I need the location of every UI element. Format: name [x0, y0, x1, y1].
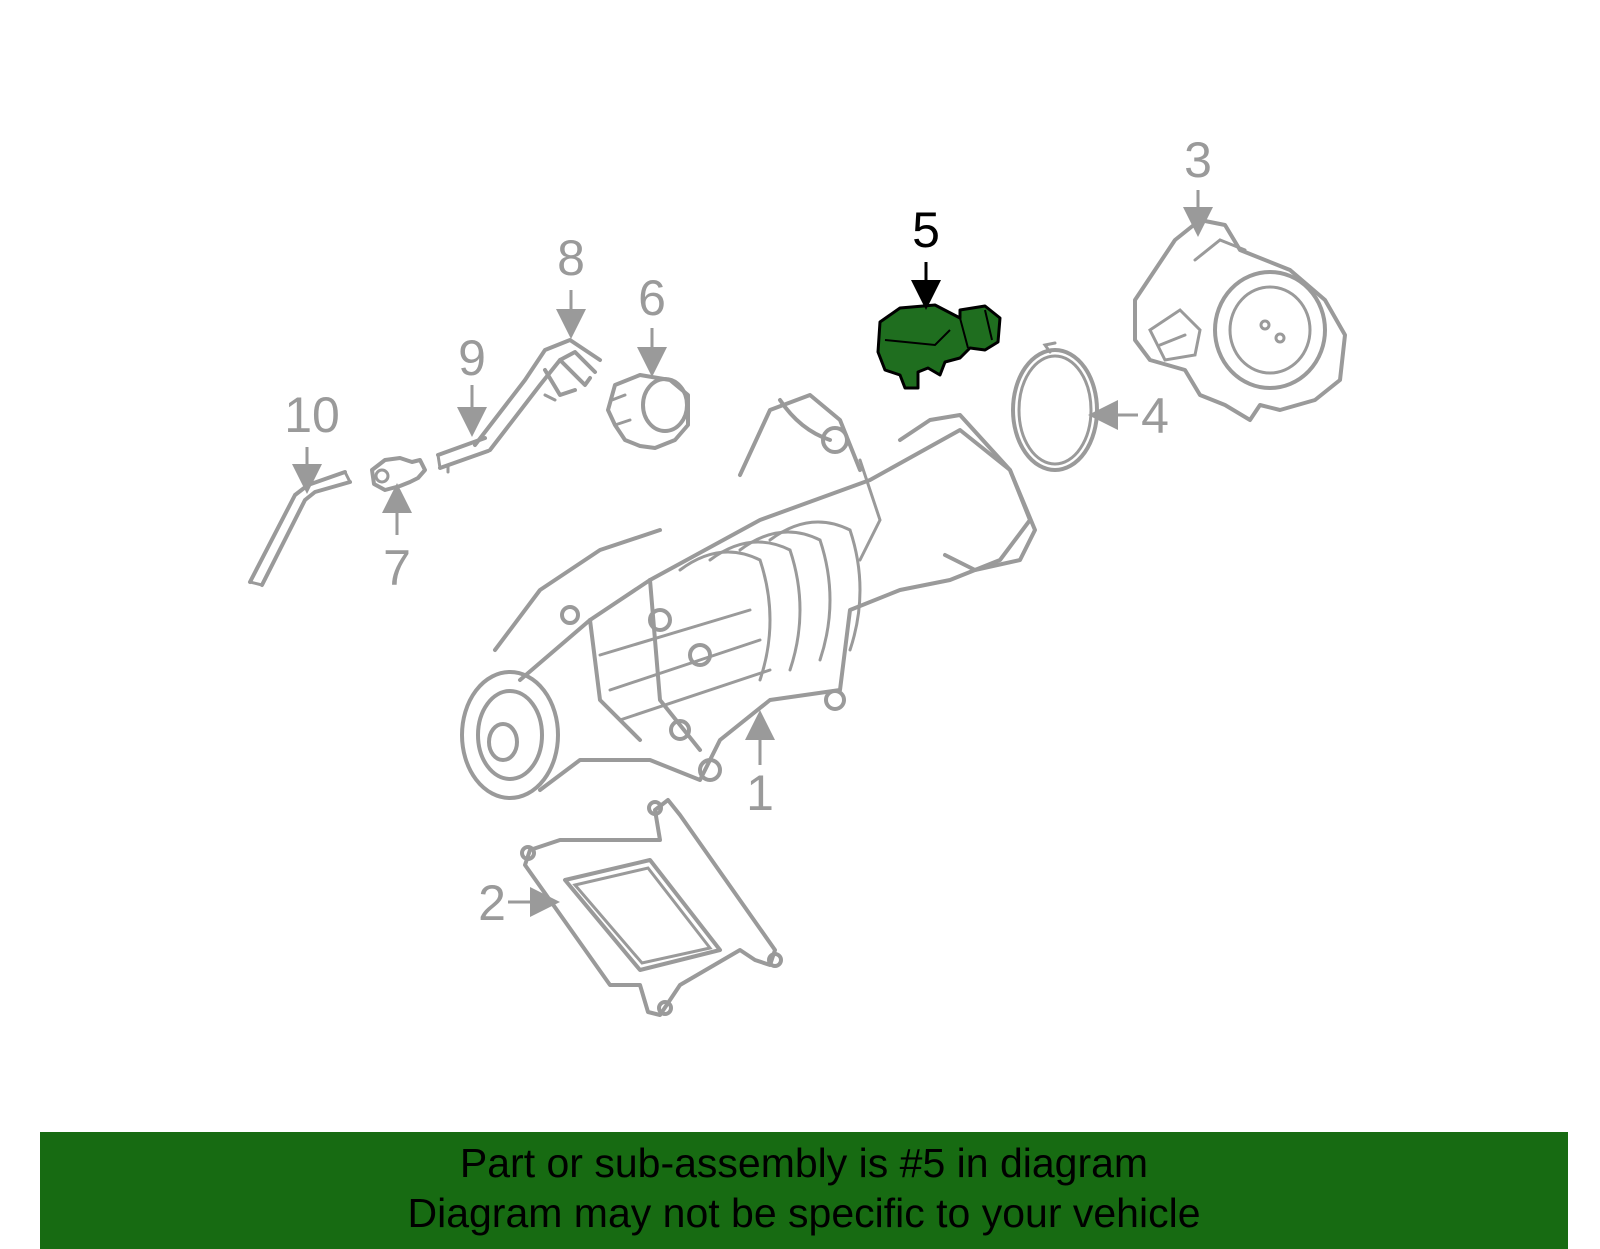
parts-diagram: 1 2 3 4 5 6 7 8 9 10	[248, 132, 1347, 1017]
callout-8: 8	[557, 230, 585, 286]
part-9-tube[interactable]	[436, 436, 490, 474]
part-7-fitting[interactable]	[370, 456, 427, 492]
callout-4: 4	[1141, 388, 1169, 444]
banner-line-1: Part or sub-assembly is #5 in diagram	[459, 1140, 1149, 1186]
info-banner: Part or sub-assembly is #5 in diagram Di…	[40, 1132, 1568, 1249]
part-3-throttle-body[interactable]	[1133, 218, 1347, 422]
callout-9: 9	[458, 330, 486, 386]
callout-arrows	[292, 190, 1213, 917]
part-10-hose[interactable]	[248, 470, 352, 587]
callout-1: 1	[746, 765, 774, 821]
callout-3: 3	[1184, 132, 1212, 188]
callout-2: 2	[478, 875, 506, 931]
part-2-gasket[interactable]	[520, 798, 783, 1017]
banner-line-2: Diagram may not be specific to your vehi…	[407, 1190, 1201, 1236]
part-1-supercharger[interactable]	[460, 393, 1037, 800]
part-8-hose[interactable]	[473, 338, 602, 452]
callout-6: 6	[638, 270, 666, 326]
callout-10: 10	[284, 387, 340, 443]
part-5-sensor[interactable]	[876, 303, 1002, 390]
part-4-seal-ring[interactable]	[1011, 341, 1099, 472]
callout-5: 5	[912, 202, 940, 258]
callout-7: 7	[383, 540, 411, 596]
part-6-valve[interactable]	[606, 373, 690, 450]
